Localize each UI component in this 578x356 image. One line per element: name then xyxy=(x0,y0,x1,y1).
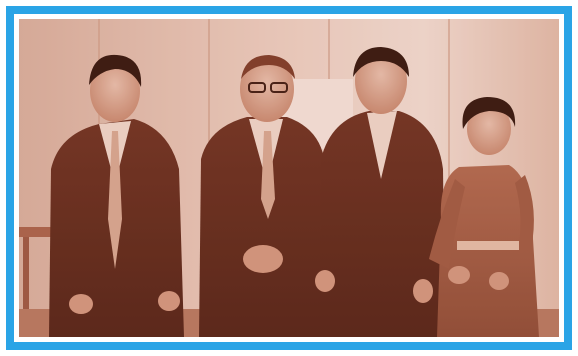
person-3 xyxy=(315,47,445,337)
person-2 xyxy=(199,55,327,337)
group-photo xyxy=(19,19,559,337)
person-4 xyxy=(429,97,539,337)
sepia-tint xyxy=(19,19,559,337)
photo-scene xyxy=(19,19,559,337)
person-1 xyxy=(49,54,184,337)
